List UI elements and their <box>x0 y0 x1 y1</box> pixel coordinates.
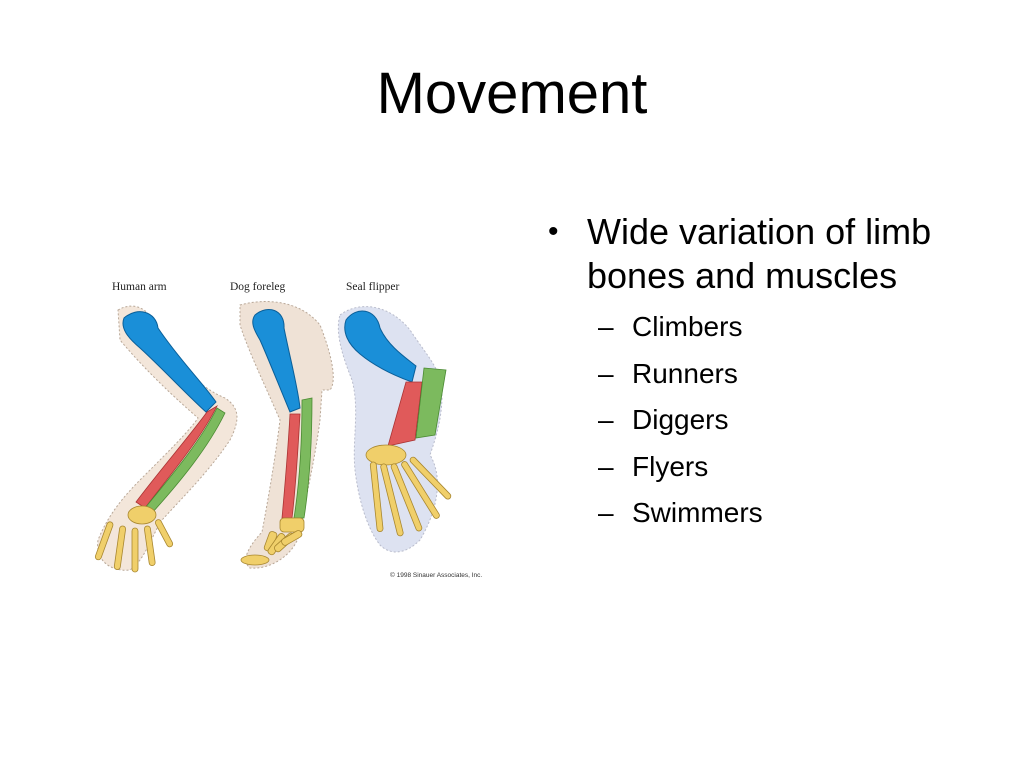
bullet-item: • Wide variation of limb bones and muscl… <box>548 210 988 298</box>
slide-title: Movement <box>376 61 648 126</box>
limb-figure: Human arm Dog foreleg Seal flipper © 199… <box>90 270 510 590</box>
dash-marker: – <box>598 357 614 389</box>
sub-bullet-list: –Climbers –Runners –Diggers –Flyers –Swi… <box>548 304 988 537</box>
sub-bullet-item: –Flyers <box>548 444 988 491</box>
sub-bullet-item: –Runners <box>548 351 988 398</box>
sub-bullet-text: Swimmers <box>632 497 763 528</box>
figure-label-human-arm: Human arm <box>112 281 167 293</box>
bullet-list: • Wide variation of limb bones and muscl… <box>548 210 988 537</box>
bullet-text: Wide variation of limb bones and muscles <box>587 211 932 296</box>
dash-marker: – <box>598 450 614 482</box>
sub-bullet-text: Flyers <box>632 450 709 482</box>
figure-label-seal-flipper: Seal flipper <box>346 281 400 293</box>
sub-bullet-item: –Swimmers <box>548 490 988 537</box>
sub-bullet-text: Climbers <box>632 311 743 342</box>
figure-label-dog-foreleg: Dog foreleg <box>230 281 286 293</box>
sub-bullet-text: Runners <box>632 357 738 389</box>
dash-marker: – <box>598 311 614 342</box>
dash-marker: – <box>598 497 614 528</box>
sub-bullet-item: –Climbers <box>548 304 988 351</box>
limb-illustration <box>94 301 452 573</box>
sub-bullet-item: –Diggers <box>548 397 988 444</box>
bullet-marker: • <box>548 215 559 248</box>
human-arm-drawing <box>94 305 238 573</box>
figure-credit: © 1998 Sinauer Associates, Inc. <box>390 572 483 579</box>
sub-bullet-text: Diggers <box>632 404 729 435</box>
dash-marker: – <box>598 404 614 435</box>
dog-foreleg-drawing <box>239 301 334 569</box>
seal-flipper-drawing <box>337 306 452 553</box>
